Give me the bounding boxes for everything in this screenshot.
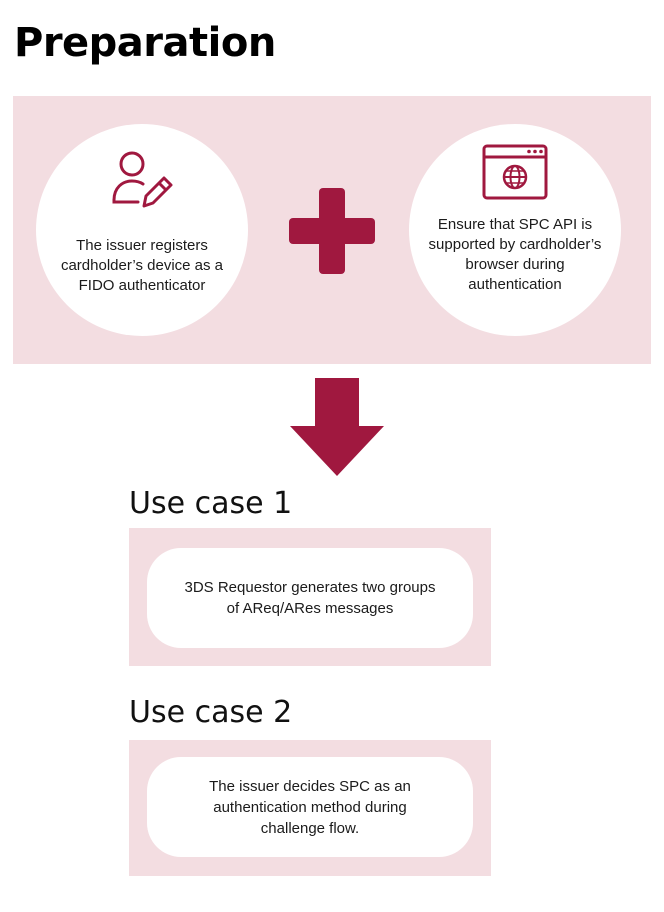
use-case-1-panel: 3DS Requestor generates two groups of AR…	[129, 528, 491, 666]
register-device-circle: The issuer registers cardholder’s device…	[36, 124, 248, 336]
use-case-2-title: Use case 2	[129, 695, 293, 730]
register-device-text: The issuer registers cardholder’s device…	[60, 237, 224, 294]
browser-globe-icon	[482, 144, 548, 200]
use-case-2-panel: The issuer decides SPC as an authenticat…	[129, 740, 491, 876]
spc-api-circle: Ensure that SPC API is supported by card…	[409, 124, 621, 336]
use-case-1-text: 3DS Requestor generates two groups of AR…	[147, 548, 473, 648]
arrow-down-icon	[290, 378, 384, 476]
spc-api-text: Ensure that SPC API is supported by card…	[428, 216, 602, 293]
use-case-1-title: Use case 1	[129, 486, 293, 521]
use-case-2-text: The issuer decides SPC as an authenticat…	[147, 757, 473, 857]
user-pen-icon	[112, 151, 173, 208]
page-title: Preparation	[14, 20, 276, 66]
plus-icon	[289, 188, 375, 274]
